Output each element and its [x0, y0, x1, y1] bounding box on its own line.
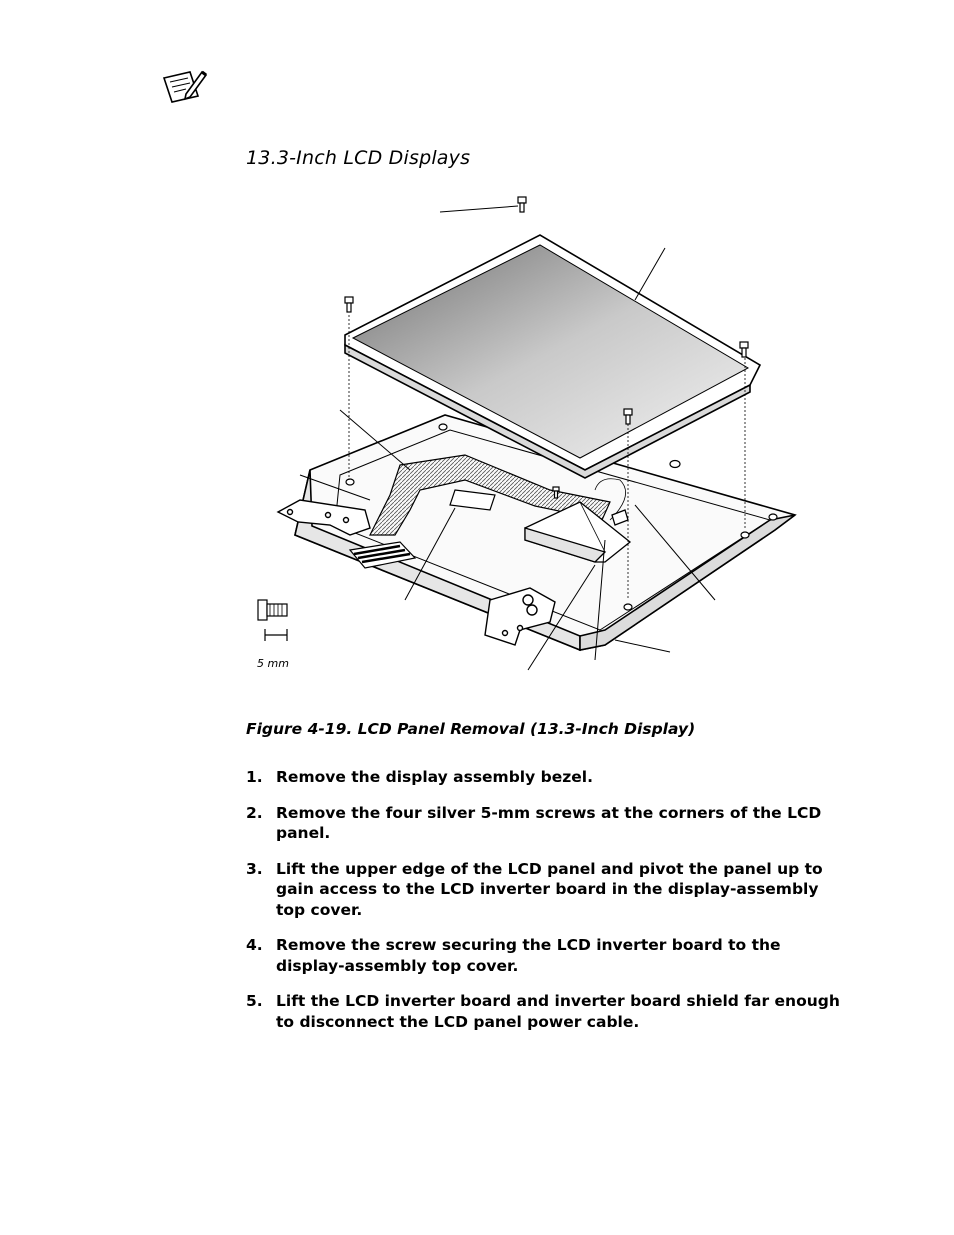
section-heading: 13.3-Inch LCD Displays — [246, 147, 471, 169]
step-number: 2. — [246, 803, 263, 822]
step-text: Lift the upper edge of the LCD panel and… — [276, 859, 823, 919]
step-text: Lift the LCD inverter board and inverter… — [276, 992, 840, 1031]
procedure-steps: 1. Remove the display assembly bezel. 2.… — [246, 767, 846, 1047]
step-number: 1. — [246, 768, 263, 786]
step-number: 4. — [246, 936, 263, 954]
screw-scale-label: 5 mm — [257, 657, 289, 670]
screw-scale — [257, 599, 288, 641]
panel-screws — [344, 196, 749, 499]
step-item: 1. Remove the display assembly bezel. — [246, 767, 846, 788]
screw-guide-lines — [348, 315, 746, 600]
step-item: 2. Remove the four silver 5-mm screws at… — [246, 803, 846, 844]
step-item: 3. Lift the upper edge of the LCD panel … — [246, 859, 846, 921]
step-number: 5. — [246, 992, 263, 1010]
lcd-panel — [344, 234, 762, 479]
cable-connector — [348, 541, 417, 569]
left-hinge — [276, 499, 371, 536]
screw-bosses — [345, 423, 778, 611]
right-hinge — [484, 587, 556, 646]
figure-caption: Figure 4-19. LCD Panel Removal (13.3-Inc… — [246, 720, 696, 738]
step-text: Remove the display assembly bezel. — [276, 768, 593, 786]
lcd-panel-removal-illustration — [257, 196, 797, 671]
step-item: 5. Lift the LCD inverter board and inver… — [246, 991, 846, 1032]
step-item: 4. Remove the screw securing the LCD inv… — [246, 935, 846, 976]
callout-lines — [299, 205, 716, 671]
lcd-interface-cable — [369, 454, 611, 536]
step-text: Remove the four silver 5-mm screws at th… — [276, 803, 822, 843]
step-number: 3. — [246, 859, 263, 878]
step-text: Remove the screw securing the LCD invert… — [276, 936, 781, 975]
note-pencil-icon — [162, 70, 208, 103]
lcd-inverter-board — [524, 478, 632, 563]
